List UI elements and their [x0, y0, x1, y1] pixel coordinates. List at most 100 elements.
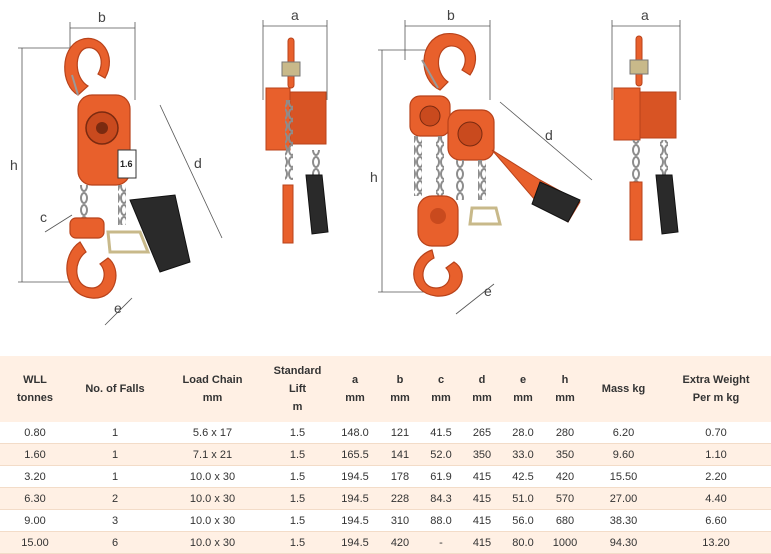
column-header: Load Chain mm — [160, 356, 265, 422]
dimension-label-d: d — [545, 127, 553, 143]
table-cell: 0.70 — [661, 422, 771, 444]
table-cell: 1.5 — [265, 443, 330, 466]
table-cell: 84.3 — [420, 487, 462, 510]
table-cell: 165.5 — [330, 443, 380, 466]
table-cell: 310 — [380, 509, 420, 532]
column-header-line: Standard — [273, 365, 322, 377]
dimension-label-d: d — [194, 155, 202, 171]
table-cell: 80.0 — [502, 531, 544, 554]
table-cell: 28.0 — [502, 422, 544, 444]
column-header: e mm — [502, 356, 544, 422]
column-header-line: mm — [431, 392, 451, 404]
table-cell: 56.0 — [502, 509, 544, 532]
table-cell: 10.0 x 30 — [160, 465, 265, 488]
table-cell: 141 — [380, 443, 420, 466]
column-header-line: mm — [513, 392, 533, 404]
column-header-line: Extra Weight — [682, 374, 750, 386]
table-cell: - — [420, 531, 462, 554]
dimension-label-b: b — [447, 7, 455, 23]
column-header-line: b — [396, 374, 404, 386]
table-cell: 1.5 — [265, 465, 330, 488]
column-header-line: a — [351, 374, 359, 386]
table-cell: 6.20 — [586, 422, 661, 444]
dimension-label-a: a — [291, 7, 299, 23]
table-cell: 1.5 — [265, 531, 330, 554]
column-header: No. of Falls — [70, 356, 160, 422]
table-cell: 1.5 — [265, 422, 330, 444]
table-cell: 570 — [544, 487, 586, 510]
column-header: WLL tonnes — [0, 356, 70, 422]
specifications-table: WLL tonnes No. of Falls Load Chain mm Standar… — [0, 356, 771, 554]
table-cell: 680 — [544, 509, 586, 532]
table-cell: 415 — [462, 465, 502, 488]
dimension-label-b: b — [98, 9, 106, 25]
column-header-line: h — [561, 374, 569, 386]
dimension-label-h: h — [10, 157, 18, 173]
table-cell: 1 — [70, 422, 160, 444]
table-cell: 3.20 — [0, 465, 70, 488]
table-cell: 10.0 x 30 — [160, 487, 265, 510]
hoist-side-view-single-fall: a — [262, 7, 329, 244]
table-cell: 1.5 — [265, 487, 330, 510]
table-cell: 4.40 — [661, 487, 771, 510]
column-header-line: mm — [472, 392, 492, 404]
table-cell: 1.60 — [0, 443, 70, 466]
table-cell: 38.30 — [586, 509, 661, 532]
column-header-line: Per m kg — [692, 392, 740, 404]
column-header-line: mm — [345, 392, 365, 404]
table-cell: 41.5 — [420, 422, 462, 444]
table-cell: 1.5 — [265, 509, 330, 532]
table-cell: 33.0 — [502, 443, 544, 466]
column-header-line: Load Chain — [182, 374, 243, 386]
column-header-line: mm — [202, 392, 223, 404]
dimension-label-a: a — [641, 7, 649, 23]
table-cell: 27.00 — [586, 487, 661, 510]
table-cell: 51.0 — [502, 487, 544, 510]
column-header-line: e — [519, 374, 527, 386]
table-cell: 6 — [70, 531, 160, 554]
column-header-line: Mass kg — [601, 383, 646, 395]
table-cell: 194.5 — [330, 509, 380, 532]
hoist-side-view-two-fall: a — [611, 7, 681, 241]
table-cell: 1.10 — [661, 443, 771, 466]
table-header-row: WLL tonnes No. of Falls Load Chain mm Standar… — [0, 356, 771, 422]
column-header-line: WLL — [23, 374, 47, 386]
table-cell: 280 — [544, 422, 586, 444]
table-cell: 148.0 — [330, 422, 380, 444]
table-cell: 350 — [462, 443, 502, 466]
table-cell: 6.60 — [661, 509, 771, 532]
table-cell: 2 — [70, 487, 160, 510]
table-cell: 42.5 — [502, 465, 544, 488]
table-cell: 121 — [380, 422, 420, 444]
table-cell: 1 — [70, 465, 160, 488]
table-cell: 228 — [380, 487, 420, 510]
table-cell: 7.1 x 21 — [160, 443, 265, 466]
lever-hoist-dimension-diagram: b h d c e 1.6 a — [10, 7, 681, 326]
column-header: a mm — [330, 356, 380, 422]
table-cell: 194.5 — [330, 465, 380, 488]
table-cell: 6.30 — [0, 487, 70, 510]
table-cell: 0.80 — [0, 422, 70, 444]
column-header-line: tonnes — [16, 392, 54, 404]
table-cell: 3 — [70, 509, 160, 532]
table-cell: 420 — [544, 465, 586, 488]
table-cell: 15.50 — [586, 465, 661, 488]
table-cell: 2.20 — [661, 465, 771, 488]
dimension-label-e: e — [484, 283, 492, 299]
hoist-front-view-single-fall: b h d c e 1.6 — [10, 9, 223, 326]
table-cell: 88.0 — [420, 509, 462, 532]
column-header-line: No. of Falls — [85, 383, 145, 395]
table-cell: 9.00 — [0, 509, 70, 532]
hoist-front-view-two-fall: b h d e — [370, 7, 593, 315]
table-cell: 52.0 — [420, 443, 462, 466]
column-header-line: d — [478, 374, 486, 386]
